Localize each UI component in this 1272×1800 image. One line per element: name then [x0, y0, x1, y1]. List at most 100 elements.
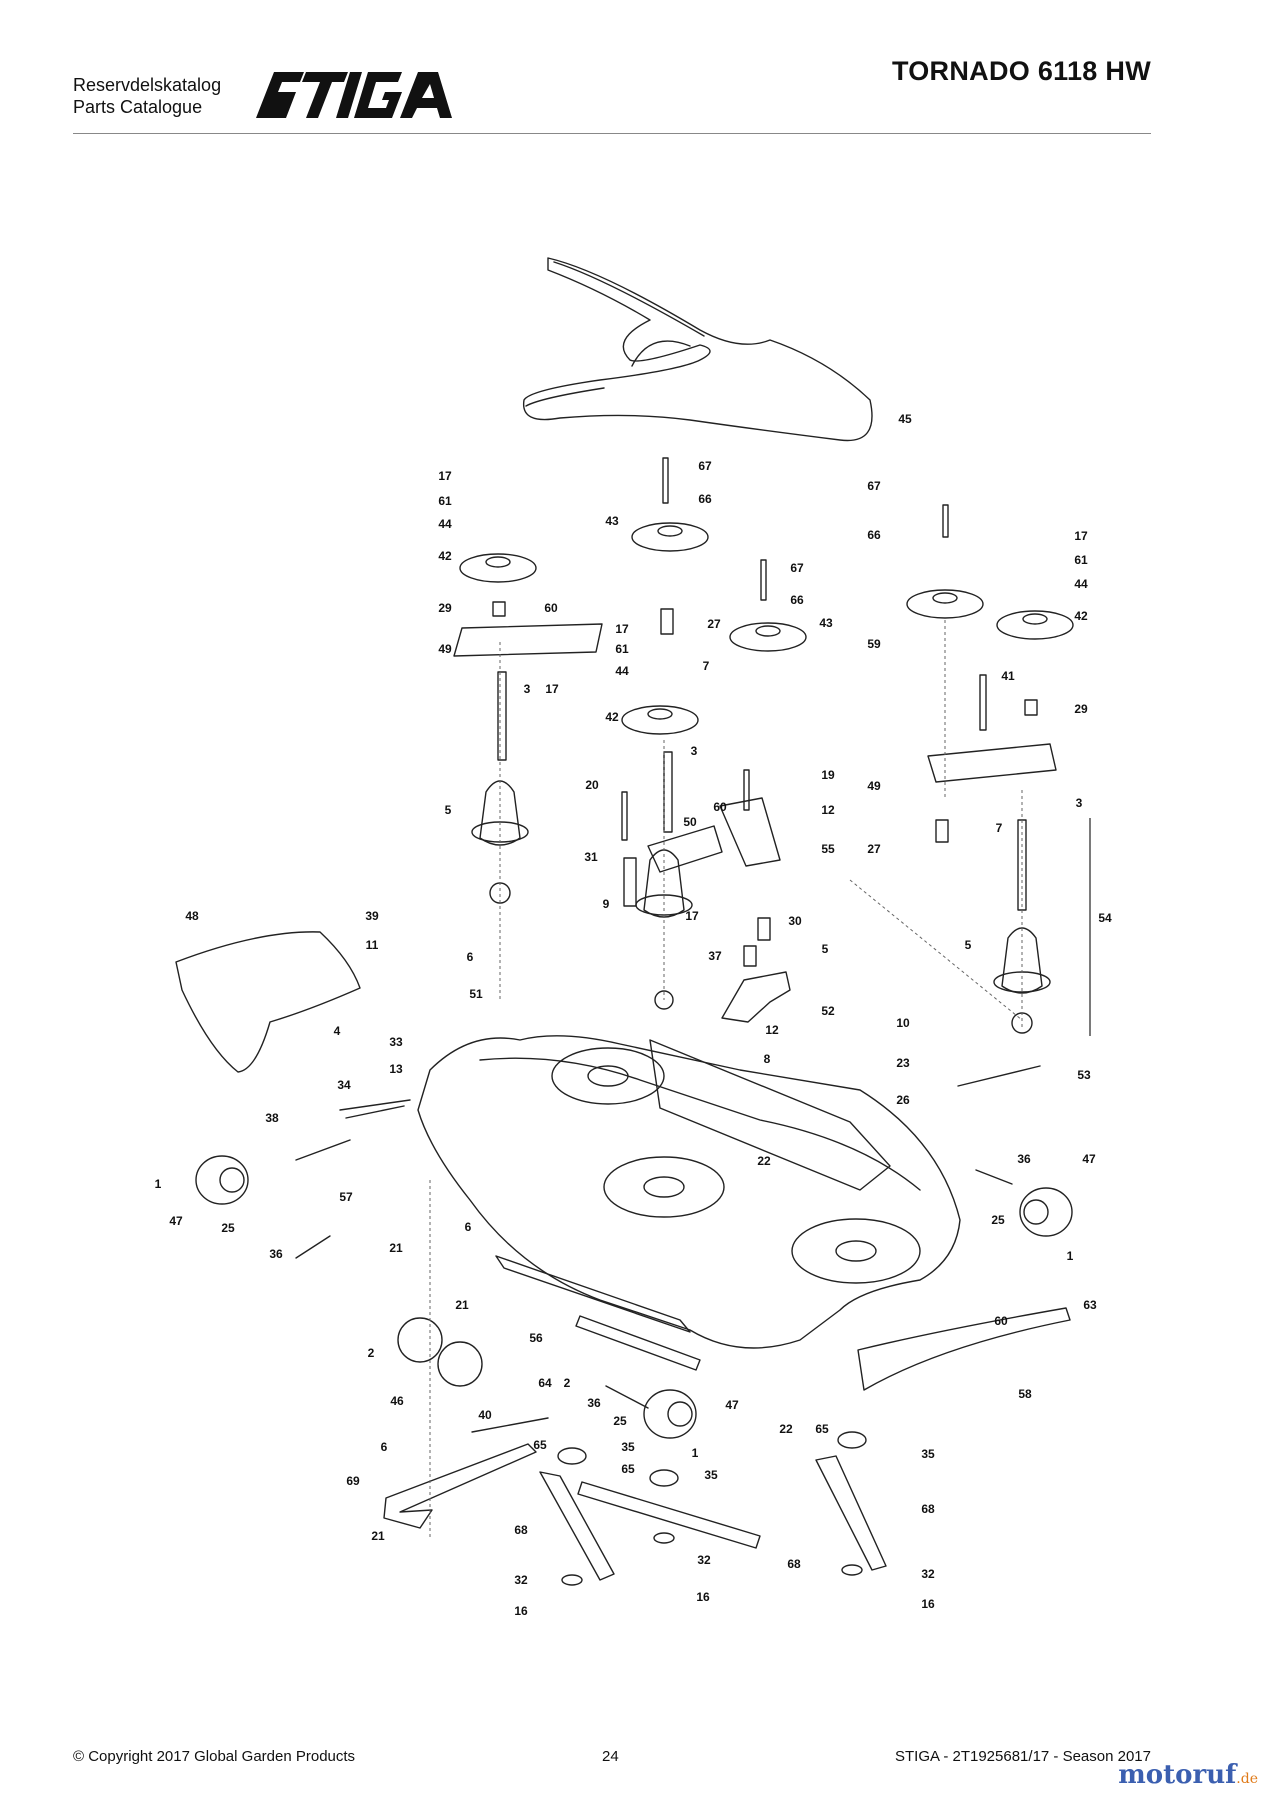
copyright-text: © Copyright 2017 Global Garden Products	[73, 1748, 356, 1765]
part-callout-9: 9	[603, 897, 610, 911]
part-callout-32: 32	[921, 1567, 935, 1581]
part-callout-66: 66	[867, 528, 881, 542]
part-callout-30: 30	[788, 914, 802, 928]
part-callout-6: 6	[467, 950, 474, 964]
drive-belt	[522, 257, 873, 442]
part-callout-49: 49	[438, 642, 452, 656]
part-callout-35: 35	[704, 1468, 718, 1482]
part-callout-17: 17	[545, 682, 559, 696]
part-callout-5: 5	[445, 803, 452, 817]
part-callout-67: 67	[698, 459, 712, 473]
part-callout-21: 21	[371, 1529, 385, 1543]
part-callout-29: 29	[438, 601, 452, 615]
header-divider	[73, 133, 1151, 134]
part-callout-32: 32	[697, 1553, 711, 1567]
part-callout-49: 49	[867, 779, 881, 793]
blade-left	[539, 1471, 615, 1581]
part-callout-42: 42	[1074, 609, 1088, 623]
part-callout-10: 10	[896, 1016, 910, 1030]
part-callout-21: 21	[455, 1298, 469, 1312]
part-callout-12: 12	[821, 803, 835, 817]
part-callout-68: 68	[787, 1557, 801, 1571]
part-callout-51: 51	[469, 987, 483, 1001]
part-callout-61: 61	[438, 494, 452, 508]
part-callout-61: 61	[1074, 553, 1088, 567]
part-callout-31: 31	[584, 850, 598, 864]
part-callout-33: 33	[389, 1035, 403, 1049]
part-callout-16: 16	[921, 1597, 935, 1611]
part-callout-22: 22	[757, 1154, 771, 1168]
part-callout-54: 54	[1098, 911, 1112, 925]
part-callout-23: 23	[896, 1056, 910, 1070]
part-callout-26: 26	[896, 1093, 910, 1107]
part-callout-65: 65	[815, 1422, 829, 1436]
part-callout-36: 36	[1017, 1152, 1031, 1166]
part-callout-60: 60	[713, 800, 727, 814]
model-name: TORNADO 6118 HW	[891, 56, 1151, 86]
part-callout-1: 1	[155, 1177, 162, 1191]
watermark-name: motoruf	[1118, 1760, 1237, 1790]
part-callout-3: 3	[524, 682, 531, 696]
catalog-title-english: Parts Catalogue	[73, 97, 203, 117]
part-callout-36: 36	[269, 1247, 283, 1261]
catalog-title: Reservdelskatalog Parts Catalogue	[73, 74, 221, 118]
part-callout-27: 27	[867, 842, 881, 856]
grass-deflector	[175, 931, 361, 1073]
part-callout-1: 1	[692, 1446, 699, 1460]
blade-center	[577, 1481, 761, 1549]
part-callout-46: 46	[390, 1394, 404, 1408]
part-callout-17: 17	[685, 909, 699, 923]
part-callout-42: 42	[605, 710, 619, 724]
part-callout-60: 60	[994, 1314, 1008, 1328]
part-callout-8: 8	[764, 1052, 771, 1066]
part-callout-25: 25	[991, 1213, 1005, 1227]
page-number: 24	[602, 1748, 619, 1765]
part-callout-60: 60	[544, 601, 558, 615]
mower-deck	[417, 1035, 961, 1349]
part-callout-29: 29	[1074, 702, 1088, 716]
part-callout-4: 4	[334, 1024, 341, 1038]
part-callout-35: 35	[621, 1440, 635, 1454]
part-callout-7: 7	[703, 659, 710, 673]
part-callout-6: 6	[465, 1220, 472, 1234]
part-callout-68: 68	[921, 1502, 935, 1516]
part-callout-65: 65	[621, 1462, 635, 1476]
part-callout-17: 17	[438, 469, 452, 483]
part-callout-47: 47	[725, 1398, 739, 1412]
part-callout-12: 12	[765, 1023, 779, 1037]
part-callout-50: 50	[683, 815, 697, 829]
part-callout-52: 52	[821, 1004, 835, 1018]
part-callout-37: 37	[708, 949, 722, 963]
stiga-logo	[256, 72, 452, 118]
part-callout-69: 69	[346, 1474, 360, 1488]
part-callout-16: 16	[696, 1590, 710, 1604]
part-callout-34: 34	[337, 1078, 351, 1092]
part-callout-17: 17	[615, 622, 629, 636]
blade-right	[815, 1455, 887, 1571]
part-callout-42: 42	[438, 549, 452, 563]
part-callout-38: 38	[265, 1111, 279, 1125]
part-callout-44: 44	[1074, 577, 1088, 591]
part-callout-61: 61	[615, 642, 629, 656]
part-callout-39: 39	[365, 909, 379, 923]
part-callout-22: 22	[779, 1422, 793, 1436]
part-callout-21: 21	[389, 1241, 403, 1255]
part-callout-5: 5	[965, 938, 972, 952]
part-callout-47: 47	[169, 1214, 183, 1228]
part-callout-63: 63	[1083, 1298, 1097, 1312]
document-reference: STIGA - 2T1925681/17 - Season 2017	[894, 1748, 1151, 1765]
part-callout-67: 67	[790, 561, 804, 575]
watermark-tld: .de	[1236, 1771, 1258, 1787]
part-callout-57: 57	[339, 1190, 353, 1204]
part-callout-2: 2	[368, 1346, 375, 1360]
part-callout-17: 17	[1074, 529, 1088, 543]
part-callout-58: 58	[1018, 1387, 1032, 1401]
part-callout-20: 20	[585, 778, 599, 792]
part-callout-3: 3	[1076, 796, 1083, 810]
part-callout-5: 5	[822, 942, 829, 956]
part-callout-35: 35	[921, 1447, 935, 1461]
part-callout-25: 25	[613, 1414, 627, 1428]
part-callout-65: 65	[533, 1438, 547, 1452]
part-callout-7: 7	[996, 821, 1003, 835]
